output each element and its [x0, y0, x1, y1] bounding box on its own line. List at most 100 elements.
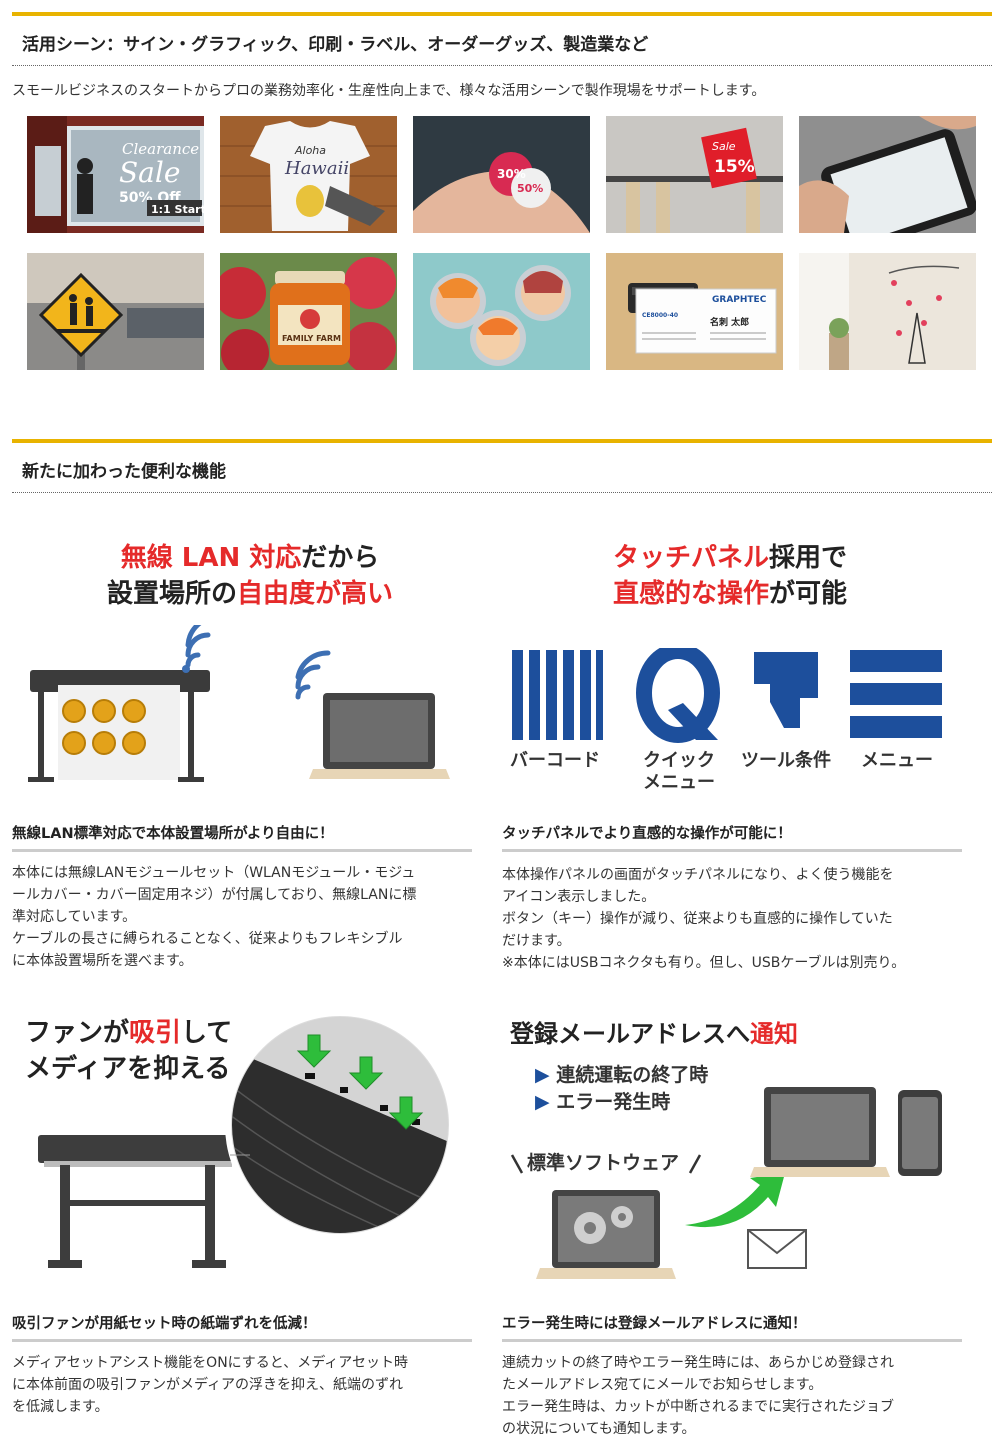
smartphone-icon: [898, 1090, 942, 1176]
tile2-text2: Hawaii: [284, 158, 349, 179]
envelope-icon: [747, 1229, 807, 1269]
tile9-text2: CE8000-40: [642, 312, 678, 319]
mail-body-line: たメールアドレス宛てにメールでお知らせします。: [502, 1377, 823, 1393]
fan-body-line: に本体前面の吸引ファンがメディアの浮きを抑え、紙端のずれ: [12, 1377, 404, 1393]
section-usage-intro: スモールビジネスのスタートからプロの業務効率化・生産性向上まで、様々な活用シーン…: [12, 83, 766, 99]
wifi-icon-2: [295, 650, 331, 700]
laptop-receiver-icon: [750, 1087, 890, 1177]
touch-body-line: だけます。: [502, 933, 571, 949]
mail-bullets: ▶ 連続運転の終了時 ▶ エラー発生時: [535, 1062, 708, 1116]
school-crossing-sign-image: [27, 253, 204, 370]
tile3-text1: 30%: [497, 167, 526, 181]
section-features-title: 新たに加わった便利な機能: [12, 443, 992, 493]
wall-decal-image: [799, 253, 976, 370]
plotter-icon: [28, 670, 210, 782]
tile7-text1: FAMILY FARM: [282, 334, 341, 343]
lan-body-line: 準対応しています。: [12, 909, 137, 925]
touch-feature-title: タッチパネルでより直感的な操作が可能に！: [502, 822, 962, 852]
lan-feature-title: 無線LAN標準対応で本体設置場所がより自由に！: [12, 822, 472, 852]
lan-illustration: [18, 614, 468, 790]
tile3-text2: 50%: [517, 182, 543, 195]
touch-headline-red1: タッチパネル: [612, 543, 769, 573]
storefront-sale-image: Clearance Sale 50% Off 1:1 Start: [27, 116, 204, 233]
lan-body-line: ケーブルの長さに縛られることなく、従来よりもフレキシブル: [12, 931, 403, 947]
fan-feature-title: 吸引ファンが用紙セット時の紙端ずれを低減！: [12, 1312, 472, 1342]
lan-feature-body: 本体には無線LANモジュールセット（WLANモジュール・モジュ ールカバー・カバ…: [12, 862, 474, 972]
mail-illustration: [500, 1085, 960, 1290]
fan-headline-start: ファンが: [25, 1018, 130, 1048]
jam-jar-image: FAMILY FARM: [220, 253, 397, 370]
tshirt-print-image: Aloha Hawaii: [220, 116, 397, 233]
emphasis-lines-icon: [510, 1154, 702, 1174]
section-usage-title: 活用シーン：サイン・グラフィック、印刷・ラベル、オーダーグッズ、製造業など: [12, 16, 992, 66]
lan-headline-rest1: だから: [301, 543, 380, 573]
fan-body-line: を低減します。: [12, 1399, 109, 1415]
mail-bullet-2: エラー発生時: [556, 1091, 671, 1113]
touch-headline-red2: 直感的な操作: [612, 579, 769, 609]
fan-headline-line2: メディアを抑える: [25, 1054, 231, 1084]
menu-icon: [850, 650, 942, 738]
tile2-text1: Aloha: [294, 144, 326, 157]
tile1-text2: Sale: [119, 156, 180, 189]
mail-body-line: エラー発生時は、カットが中断されるまでに実行されたジョブ: [502, 1399, 894, 1415]
fan-headline: ファンが吸引して メディアを抑える: [25, 1015, 232, 1087]
software-label: 標準ソフトウェア: [527, 1152, 680, 1174]
laptop-gear-icon: [536, 1190, 676, 1279]
lan-headline: 無線 LAN 対応だから 設置場所の自由度が高い: [60, 540, 440, 612]
fan-illustration: [20, 1005, 480, 1290]
barcode-label: バーコード: [510, 750, 600, 771]
hanging-sale-tags-image: Sale 15%: [606, 116, 783, 233]
fan-headline-rest: して: [181, 1018, 233, 1048]
mail-feature-title: エラー発生時には登録メールアドレスに通知！: [502, 1312, 962, 1342]
mail-headline-red: 通知: [750, 1020, 798, 1048]
mail-feature-body: 連続カットの終了時やエラー発生時には、あらかじめ登録され たメールアドレス宛てに…: [502, 1352, 972, 1440]
tile9-text3: 名刺 太郎: [710, 316, 749, 328]
touch-headline-rest1: 採用で: [769, 543, 848, 573]
tile4-text1: Sale: [712, 140, 736, 153]
lan-body-line: に本体設置場所を選べます。: [12, 953, 193, 969]
touch-headline: タッチパネル採用で 直感的な操作が可能: [540, 540, 920, 612]
green-curve-arrow-icon: [685, 1173, 785, 1228]
touch-body-line: 本体操作パネルの画面がタッチパネルになり、よく使う機能を: [502, 867, 894, 883]
lan-headline-red1: 無線 LAN 対応: [120, 543, 302, 573]
tool-condition-icon: [754, 652, 818, 728]
round-stickers-image: 30% 50%: [413, 116, 590, 233]
mail-headline: 登録メールアドレスへ通知: [510, 1018, 798, 1050]
triangle-bullet-icon: ▶: [535, 1091, 550, 1113]
tool-condition-label: ツール条件: [741, 750, 831, 771]
quick-menu-label: クイック メニュー: [643, 750, 715, 793]
mail-headline-start: 登録メールアドレスへ: [510, 1020, 750, 1048]
tile9-text1: GRAPHTEC: [712, 295, 767, 305]
laptop-icon: [309, 693, 450, 779]
triangle-bullet-icon: ▶: [535, 1064, 550, 1086]
screen-protector-image: [799, 116, 976, 233]
fan-headline-red: 吸引: [129, 1018, 182, 1048]
touch-feature-body: 本体操作パネルの画面がタッチパネルになり、よく使う機能を アイコン表示しました。…: [502, 864, 982, 974]
lan-headline-red2: 自由度が高い: [237, 579, 394, 609]
plotter-front-icon: [38, 1135, 238, 1268]
tile1-text1: Clearance: [122, 140, 199, 158]
touch-body-line: アイコン表示しました。: [502, 889, 656, 905]
tile4-text2: 15%: [714, 157, 755, 177]
touch-body-line: ※本体にはUSBコネクタも有り。但し、USBケーブルは別売り。: [502, 955, 906, 971]
mail-bullet-1: 連続運転の終了時: [556, 1064, 709, 1086]
touch-icons-row: [508, 643, 948, 743]
green-arrow-icon: [296, 1034, 424, 1130]
mail-body-line: 連続カットの終了時やエラー発生時には、あらかじめ登録され: [502, 1355, 894, 1371]
anime-badges-image: [413, 253, 590, 370]
fan-body-line: メディアセットアシスト機能をONにすると、メディアセット時: [12, 1355, 408, 1371]
touch-body-line: ボタン（キー）操作が減り、従来よりも直感的に操作していた: [502, 911, 893, 927]
section-features-header: 新たに加わった便利な機能: [12, 439, 992, 493]
business-card-image: GRAPHTEC CE8000-40 名刺 太郎: [606, 253, 783, 370]
quick-menu-icon: [636, 643, 720, 743]
barcode-icon: [512, 650, 603, 740]
touch-headline-rest2: が可能: [769, 579, 848, 609]
lan-headline-start2: 設置場所の: [106, 579, 237, 609]
lan-body-line: ールカバー・カバー固定用ネジ）が付属しており、無線LANに標: [12, 887, 417, 903]
fan-feature-body: メディアセットアシスト機能をONにすると、メディアセット時 に本体前面の吸引ファ…: [12, 1352, 474, 1418]
section-usage-header: 活用シーン：サイン・グラフィック、印刷・ラベル、オーダーグッズ、製造業など: [12, 12, 992, 66]
lan-body-line: 本体には無線LANモジュールセット（WLANモジュール・モジュ: [12, 865, 416, 881]
tile1-text4: 1:1 Start: [151, 203, 204, 216]
mail-body-line: の状況についても通知します。: [502, 1421, 696, 1437]
menu-label: メニュー: [861, 750, 933, 771]
